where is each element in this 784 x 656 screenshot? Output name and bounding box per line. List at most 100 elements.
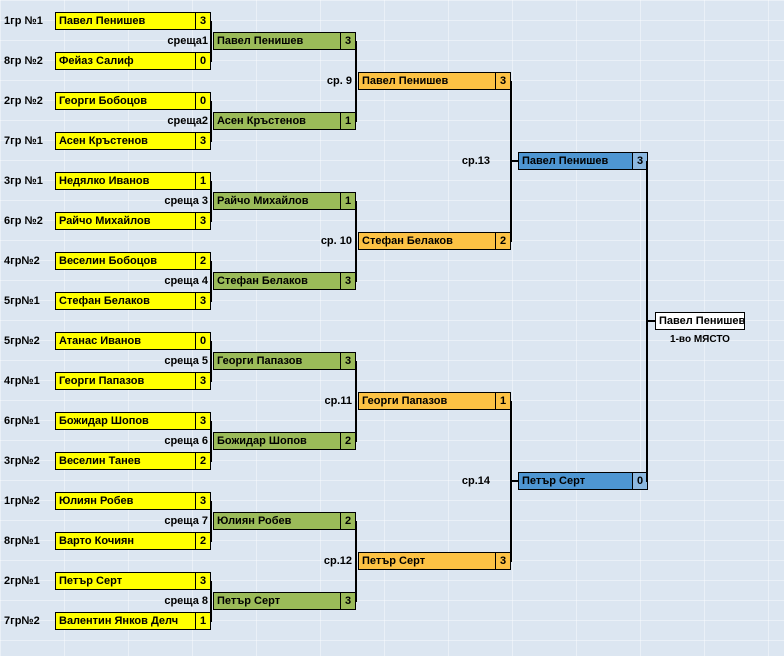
match-label: среща1 bbox=[167, 35, 208, 47]
group-seed-label: 3гр№2 bbox=[4, 455, 40, 467]
semifinal-winner-cell[interactable]: Стефан Белаков 2 bbox=[358, 232, 511, 250]
group-seed-label: 3гр №1 bbox=[4, 175, 43, 187]
group-seed-label: 1гр№2 bbox=[4, 495, 40, 507]
round1-player-cell[interactable]: Веселин Бобоцов 2 bbox=[55, 252, 211, 270]
match-label: среща 8 bbox=[164, 595, 208, 607]
player-score: 1 bbox=[340, 113, 355, 129]
round1-player-cell[interactable]: Георги Папазов 3 bbox=[55, 372, 211, 390]
match-label: ср. 9 bbox=[326, 75, 352, 87]
round1-player-cell[interactable]: Райчо Михайлов 3 bbox=[55, 212, 211, 230]
bracket-connector bbox=[647, 320, 656, 322]
player-name: Юлиян Робев bbox=[59, 495, 134, 507]
round1-player-cell[interactable]: Божидар Шопов 3 bbox=[55, 412, 211, 430]
player-score: 2 bbox=[195, 453, 210, 469]
finalist-cell[interactable]: Петър Серт 0 bbox=[518, 472, 648, 490]
player-score: 3 bbox=[495, 553, 510, 569]
semifinal-winner-cell[interactable]: Павел Пенишев 3 bbox=[358, 72, 511, 90]
player-name: Павел Пенишев bbox=[522, 155, 609, 167]
player-name: Атанас Иванов bbox=[59, 335, 142, 347]
player-score: 3 bbox=[195, 373, 210, 389]
bracket-connector bbox=[355, 361, 357, 442]
semifinal-winner-cell[interactable]: Петър Серт 3 bbox=[358, 552, 511, 570]
player-name: Веселин Танев bbox=[59, 455, 141, 467]
player-name: Юлиян Робев bbox=[217, 515, 292, 527]
round1-player-cell[interactable]: Асен Кръстенов 3 bbox=[55, 132, 211, 150]
player-score: 2 bbox=[195, 533, 210, 549]
bracket-connector bbox=[210, 501, 212, 542]
round2-winner-cell[interactable]: Юлиян Робев 2 bbox=[213, 512, 356, 530]
player-name: Стефан Белаков bbox=[217, 275, 308, 287]
match-label: ср.11 bbox=[324, 395, 352, 407]
player-score: 3 bbox=[340, 593, 355, 609]
round2-winner-cell[interactable]: Петър Серт 3 bbox=[213, 592, 356, 610]
player-name: Райчо Михайлов bbox=[217, 195, 309, 207]
group-seed-label: 6гр№1 bbox=[4, 415, 40, 427]
bracket-connector bbox=[511, 160, 519, 162]
finalist-cell[interactable]: Павел Пенишев 3 bbox=[518, 152, 648, 170]
player-name: Петър Серт bbox=[362, 555, 426, 567]
player-name: Георги Папазов bbox=[362, 395, 448, 407]
bracket-connector bbox=[210, 181, 212, 222]
player-name: Стефан Белаков bbox=[59, 295, 150, 307]
round1-player-cell[interactable]: Варто Кочиян 2 bbox=[55, 532, 211, 550]
player-score: 2 bbox=[340, 513, 355, 529]
round1-player-cell[interactable]: Юлиян Робев 3 bbox=[55, 492, 211, 510]
round1-player-cell[interactable]: Стефан Белаков 3 bbox=[55, 292, 211, 310]
player-name: Асен Кръстенов bbox=[217, 115, 306, 127]
player-score: 1 bbox=[340, 193, 355, 209]
bracket-connector bbox=[511, 480, 519, 482]
round1-player-cell[interactable]: Фейаз Салиф 0 bbox=[55, 52, 211, 70]
semifinal-winner-cell[interactable]: Георги Папазов 1 bbox=[358, 392, 511, 410]
player-score: 3 bbox=[340, 33, 355, 49]
round1-player-cell[interactable]: Павел Пенишев 3 bbox=[55, 12, 211, 30]
group-seed-label: 7гр №1 bbox=[4, 135, 43, 147]
player-score: 3 bbox=[195, 293, 210, 309]
bracket-connector bbox=[210, 261, 212, 302]
match-label: ср.14 bbox=[461, 475, 490, 487]
group-seed-label: 6гр №2 bbox=[4, 215, 43, 227]
round1-player-cell[interactable]: Георги Бобоцов 0 bbox=[55, 92, 211, 110]
bracket-connector bbox=[355, 201, 357, 282]
player-name: Петър Серт bbox=[59, 575, 123, 587]
player-score: 2 bbox=[495, 233, 510, 249]
round2-winner-cell[interactable]: Райчо Михайлов 1 bbox=[213, 192, 356, 210]
match-label: среща 6 bbox=[164, 435, 208, 447]
bracket-connector bbox=[210, 21, 212, 62]
round1-player-cell[interactable]: Валентин Янков Делч 1 bbox=[55, 612, 211, 630]
round1-player-cell[interactable]: Атанас Иванов 0 bbox=[55, 332, 211, 350]
round2-winner-cell[interactable]: Павел Пенишев 3 bbox=[213, 32, 356, 50]
player-name: Фейаз Салиф bbox=[59, 55, 134, 67]
player-score: 3 bbox=[495, 73, 510, 89]
player-score: 1 bbox=[195, 613, 210, 629]
champion-cell[interactable]: Павел Пенишев bbox=[655, 312, 745, 330]
player-score: 1 bbox=[495, 393, 510, 409]
round2-winner-cell[interactable]: Асен Кръстенов 1 bbox=[213, 112, 356, 130]
group-seed-label: 4гр№2 bbox=[4, 255, 40, 267]
match-label: среща 4 bbox=[164, 275, 208, 287]
player-score: 3 bbox=[632, 153, 647, 169]
group-seed-label: 7гр№2 bbox=[4, 615, 40, 627]
bracket-connector bbox=[210, 581, 212, 622]
bracket-connector bbox=[210, 421, 212, 462]
player-name: Асен Кръстенов bbox=[59, 135, 148, 147]
player-name: Павел Пенишев bbox=[59, 15, 146, 27]
group-seed-label: 2гр№1 bbox=[4, 575, 40, 587]
player-score: 2 bbox=[195, 253, 210, 269]
player-name: Веселин Бобоцов bbox=[59, 255, 157, 267]
player-score: 3 bbox=[195, 133, 210, 149]
group-seed-label: 8гр №2 bbox=[4, 55, 43, 67]
round1-player-cell[interactable]: Петър Серт 3 bbox=[55, 572, 211, 590]
round2-winner-cell[interactable]: Георги Папазов 3 bbox=[213, 352, 356, 370]
round2-winner-cell[interactable]: Божидар Шопов 2 bbox=[213, 432, 356, 450]
group-seed-label: 4гр№1 bbox=[4, 375, 40, 387]
group-seed-label: 2гр №2 bbox=[4, 95, 43, 107]
round1-player-cell[interactable]: Веселин Танев 2 bbox=[55, 452, 211, 470]
player-score: 3 bbox=[195, 413, 210, 429]
round2-winner-cell[interactable]: Стефан Белаков 3 bbox=[213, 272, 356, 290]
round1-player-cell[interactable]: Недялко Иванов 1 bbox=[55, 172, 211, 190]
player-score: 0 bbox=[195, 93, 210, 109]
player-name: Божидар Шопов bbox=[59, 415, 149, 427]
match-label: ср.13 bbox=[461, 155, 490, 167]
champion-caption: 1-во МЯСТО bbox=[670, 334, 730, 345]
